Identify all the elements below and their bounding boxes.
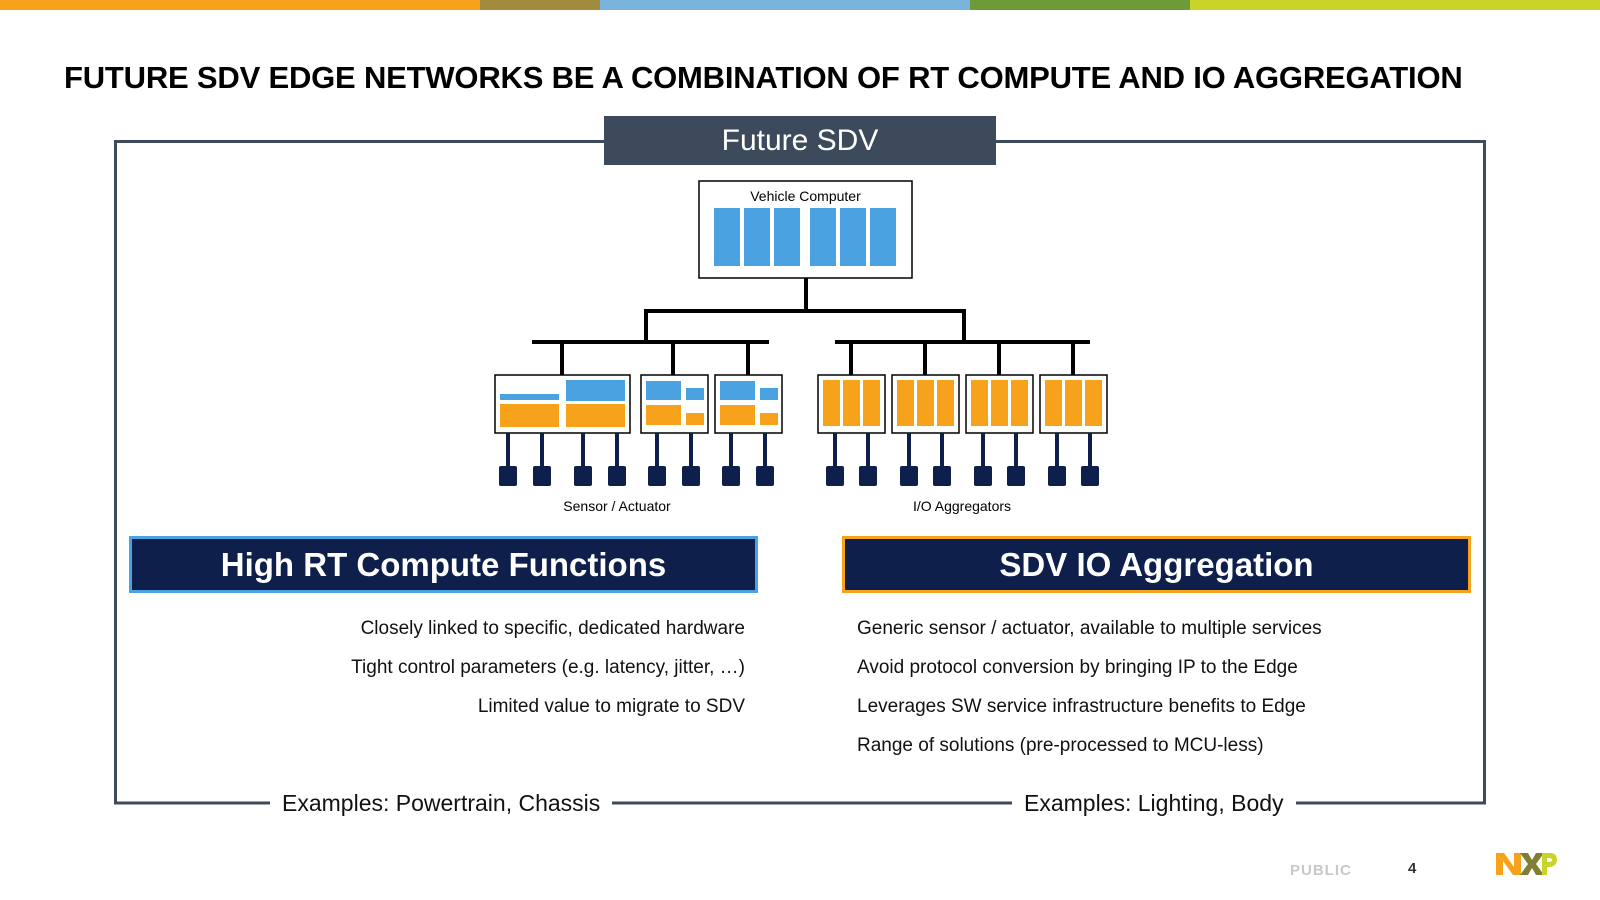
slide-title: FUTURE SDV EDGE NETWORKS BE A COMBINATIO… bbox=[64, 60, 1463, 95]
io-aggregation-heading: SDV IO Aggregation bbox=[842, 536, 1471, 593]
vehicle-computer: Vehicle Computer bbox=[698, 180, 913, 279]
io-aggregator bbox=[891, 374, 960, 434]
network-links bbox=[532, 278, 1090, 375]
top-color-bar bbox=[0, 0, 1600, 10]
compute-ecu-small bbox=[714, 374, 783, 434]
io-aggregation-bullet: Leverages SW service infrastructure bene… bbox=[857, 696, 1306, 717]
rt-compute-examples: Examples: Powertrain, Chassis bbox=[270, 790, 613, 817]
io-aggregator bbox=[1039, 374, 1108, 434]
rt-compute-bullet: Closely linked to specific, dedicated ha… bbox=[360, 618, 745, 639]
classification-label: PUBLIC bbox=[1290, 862, 1352, 879]
io-aggregation-bullet: Generic sensor / actuator, available to … bbox=[857, 618, 1322, 639]
vehicle-computer-label: Vehicle Computer bbox=[750, 188, 861, 204]
sensor-actuator-label: Sensor / Actuator bbox=[563, 498, 671, 514]
rt-compute-bullet: Tight control parameters (e.g. latency, … bbox=[351, 657, 745, 678]
io-aggregation-bullet: Avoid protocol conversion by bringing IP… bbox=[857, 657, 1298, 678]
page-number: 4 bbox=[1408, 860, 1417, 877]
nxp-logo bbox=[1496, 853, 1557, 875]
io-aggregator bbox=[965, 374, 1034, 434]
compute-ecu-large bbox=[494, 374, 631, 434]
io-aggregators-label: I/O Aggregators bbox=[913, 498, 1011, 514]
compute-ecu-small bbox=[640, 374, 709, 434]
rt-compute-heading: High RT Compute Functions bbox=[129, 536, 758, 593]
frame-label: Future SDV bbox=[604, 116, 996, 165]
rt-compute-bullet: Limited value to migrate to SDV bbox=[477, 696, 745, 717]
sensor-actuator-nodes bbox=[499, 433, 1099, 486]
io-aggregator bbox=[817, 374, 886, 434]
io-aggregation-bullet: Range of solutions (pre-processed to MCU… bbox=[857, 735, 1264, 756]
io-aggregation-examples: Examples: Lighting, Body bbox=[1012, 790, 1296, 817]
